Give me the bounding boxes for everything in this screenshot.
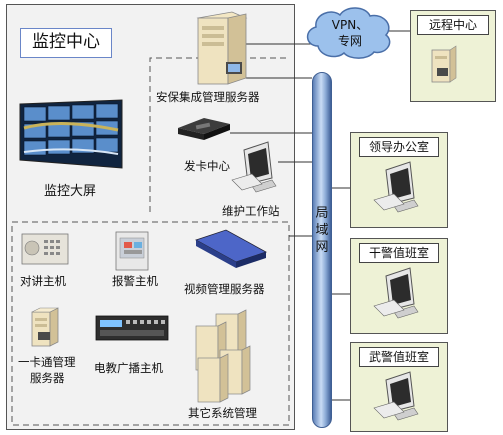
lan-label: 局域网 <box>315 206 329 255</box>
monitoring-center-title: 监控中心 <box>20 28 112 58</box>
broadcast-host-icon <box>95 315 169 341</box>
card-reader-icon <box>178 118 230 140</box>
armed-police-box: 武警值班室 <box>350 342 448 432</box>
network-links <box>230 30 410 401</box>
broadcast-label: 电教广播主机 <box>94 361 163 375</box>
card-server-label-line2: 服务器 <box>30 371 65 385</box>
leader-office-title: 领导办公室 <box>359 137 439 157</box>
server-cluster-icon <box>195 309 251 403</box>
card-server-label-line1: 一卡通管理 <box>18 355 76 369</box>
remote-center-box: 远程中心 <box>410 10 496 102</box>
remote-center-title: 远程中心 <box>417 15 489 35</box>
upper-dashed-border <box>149 57 205 212</box>
video-wall-icon <box>19 99 123 169</box>
video-server-label: 视频管理服务器 <box>184 282 265 296</box>
cloud-label: VPN、 专网 <box>322 17 378 49</box>
security-server-label: 安保集成管理服务器 <box>156 90 260 104</box>
cloud-icon <box>306 7 391 59</box>
alarm-label: 报警主机 <box>112 274 158 288</box>
intercom-label: 对讲主机 <box>20 274 66 288</box>
alarm-panel-icon <box>115 231 149 271</box>
leader-office-box: 领导办公室 <box>350 132 448 228</box>
rack-server-icon <box>195 229 267 268</box>
cloud-label-line2: 专网 <box>337 34 362 48</box>
workstation-label: 维护工作站 <box>222 204 280 218</box>
card-center-label: 发卡中心 <box>184 159 230 173</box>
cloud-label-line1: VPN、 <box>331 18 369 32</box>
lan-bus <box>312 72 332 428</box>
intercom-icon <box>21 233 69 265</box>
police-duty-title: 干警值班室 <box>359 243 439 263</box>
police-duty-box: 干警值班室 <box>350 238 448 334</box>
other-systems-label: 其它系统管理 <box>188 406 257 420</box>
server-tower-icon <box>196 11 248 85</box>
screen-wall-label: 监控大屏 <box>44 184 97 199</box>
armed-police-title: 武警值班室 <box>359 347 439 367</box>
card-server-icon <box>31 307 59 347</box>
workstation-icon <box>231 141 277 193</box>
